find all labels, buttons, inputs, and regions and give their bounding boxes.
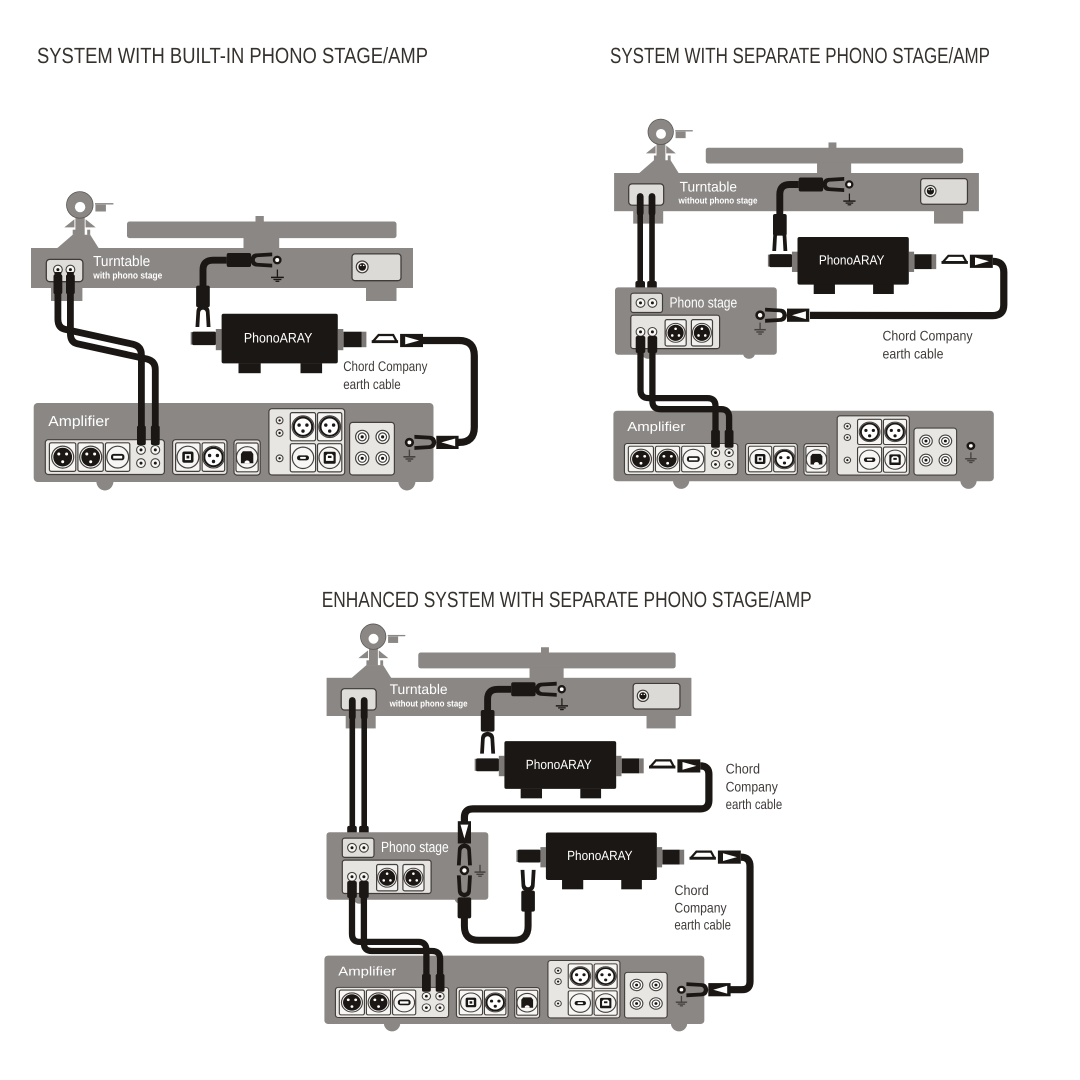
svg-text:earth cable: earth cable [726, 796, 783, 812]
svg-text:Chord Company: Chord Company [343, 358, 427, 374]
svg-text:Chord Company: Chord Company [883, 328, 973, 344]
svg-text:earth cable: earth cable [343, 376, 401, 392]
svg-text:earth cable: earth cable [674, 916, 731, 932]
svg-text:SYSTEM WITH SEPARATE PHONO STA: SYSTEM WITH SEPARATE PHONO STAGE/AMP [610, 43, 990, 68]
svg-text:without phono stage: without phono stage [678, 196, 758, 206]
svg-text:Chord: Chord [726, 761, 760, 777]
svg-text:Turntable: Turntable [93, 254, 150, 270]
svg-text:SYSTEM WITH BUILT-IN PHONO STA: SYSTEM WITH BUILT-IN PHONO STAGE/AMP [37, 43, 428, 68]
svg-text:ENHANCED SYSTEM WITH SEPARATE: ENHANCED SYSTEM WITH SEPARATE PHONO STAG… [322, 587, 812, 612]
svg-text:without phono stage: without phono stage [389, 698, 468, 708]
svg-text:Turntable: Turntable [390, 681, 448, 697]
svg-text:Chord: Chord [674, 882, 708, 898]
svg-text:Turntable: Turntable [680, 179, 738, 195]
svg-text:Company: Company [726, 778, 778, 794]
svg-text:Company: Company [674, 900, 726, 916]
svg-text:with phono stage: with phono stage [92, 271, 162, 282]
svg-text:earth cable: earth cable [883, 345, 944, 361]
